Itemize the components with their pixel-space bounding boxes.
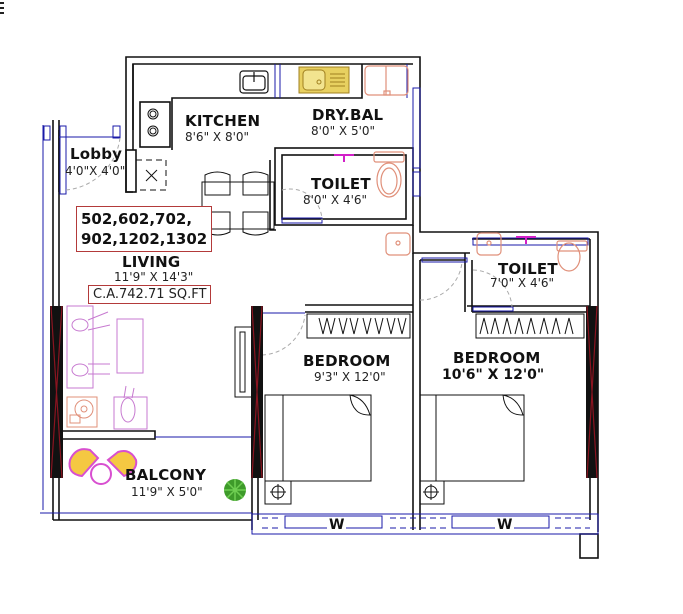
- window-mark-1: W: [327, 517, 347, 533]
- unit-numbers-line-1: 502,602,702,: [81, 210, 193, 228]
- toilet-attached-label: TOILET: [498, 260, 558, 278]
- tap-icon: [334, 154, 536, 244]
- dry-balcony-size: 8'0" X 5'0": [311, 124, 376, 138]
- bedroom-2-label: BEDROOM: [453, 349, 541, 367]
- door-swings: [65, 137, 513, 356]
- bed-icon: [264, 394, 525, 505]
- balcony-size: 11'9" X 5'0": [131, 485, 203, 499]
- toilet-common-label: TOILET: [311, 175, 371, 193]
- lobby-label: Lobby: [70, 145, 123, 163]
- tv-unit-icon: [234, 326, 253, 398]
- kitchen-sink-icon: [239, 70, 269, 94]
- living-label: LIVING: [122, 253, 181, 271]
- lamp-icon: [66, 396, 98, 428]
- washing-sink-icon: [364, 65, 409, 96]
- wash-basin-icon: [385, 232, 502, 256]
- carpet-area-box: C.A.742.71 SQ.FT: [88, 285, 212, 304]
- edge-marker: [0, 2, 4, 15]
- bedroom-1-label: BEDROOM: [303, 352, 391, 370]
- kitchen-size: 8'6" X 8'0": [185, 130, 250, 144]
- wardrobe-icon: [306, 313, 585, 339]
- shaft-icon: [135, 159, 167, 191]
- window-frames: [40, 64, 599, 535]
- sofa-set-icon: [66, 305, 148, 430]
- wc-icon: [373, 151, 588, 272]
- unit-numbers-box: 502,602,702, 902,1202,1302: [76, 206, 213, 252]
- bedroom-2-size: 10'6" X 12'0": [442, 367, 545, 383]
- lobby-size: 4'0"X 4'0": [65, 164, 126, 178]
- balcony-chairs-icon: [68, 448, 138, 485]
- bedroom-1-size: 9'3" X 12'0": [314, 370, 386, 384]
- toilet-attached-size: 7'0" X 4'6": [490, 276, 555, 290]
- dry-balcony-sink-icon: [298, 66, 350, 94]
- kitchen-label: KITCHEN: [185, 112, 261, 130]
- balcony-label: BALCONY: [125, 466, 207, 484]
- unit-numbers-line-2: 902,1202,1302: [81, 230, 208, 248]
- sliding-doors: [50, 305, 598, 479]
- dry-balcony-label: DRY.BAL: [312, 106, 384, 124]
- toilet-common-size: 8'0" X 4'6": [303, 193, 368, 207]
- plant-icon: [224, 479, 246, 501]
- dining-table-icon: [201, 171, 275, 236]
- stove-icon: [147, 108, 159, 137]
- living-size: 11'9" X 14'3": [114, 270, 194, 284]
- window-mark-2: W: [495, 517, 515, 533]
